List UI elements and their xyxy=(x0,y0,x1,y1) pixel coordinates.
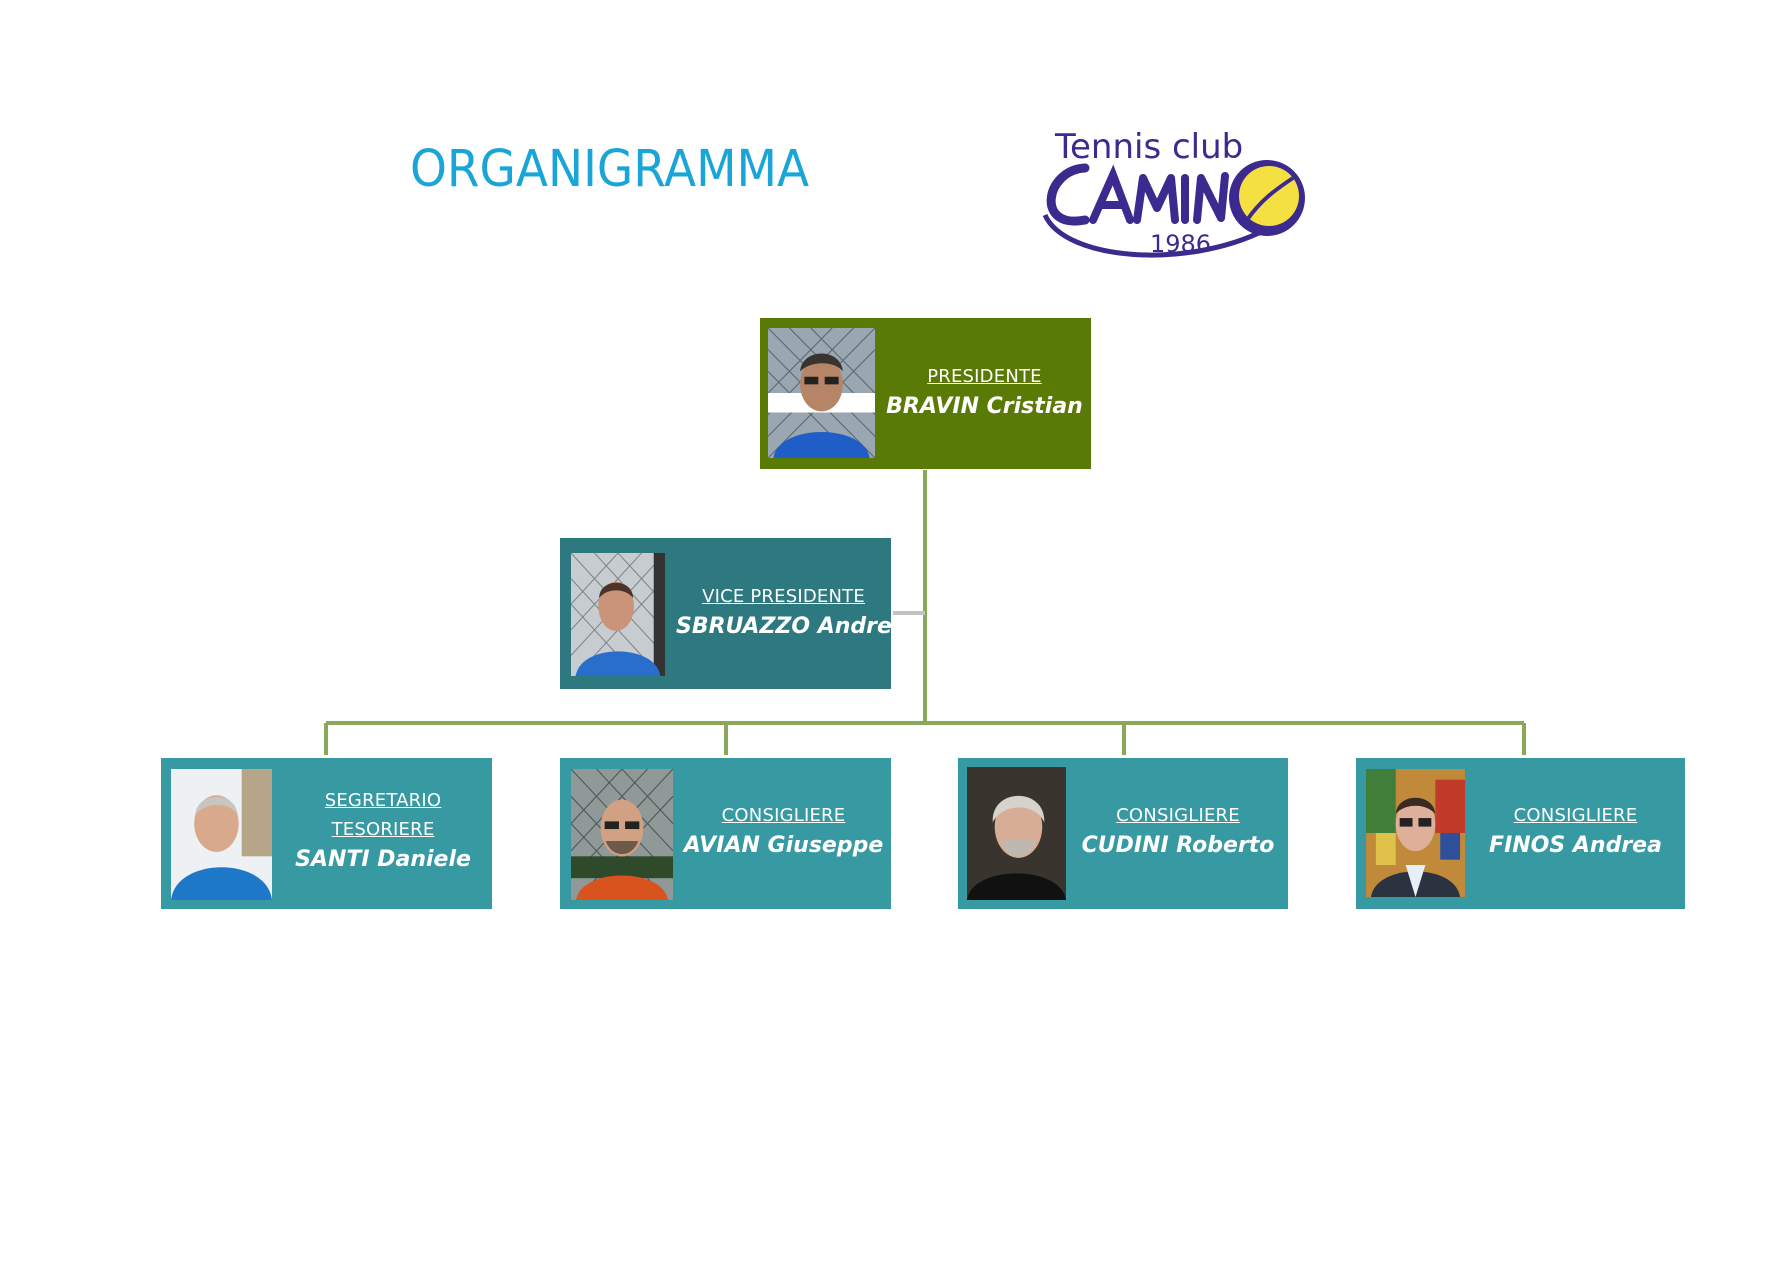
president-card: PRESIDENTE BRAVIN Cristian xyxy=(760,318,1091,469)
member-photo xyxy=(571,769,673,900)
member-card: CONSIGLIERE CUDINI Roberto xyxy=(958,758,1288,909)
member-text: CONSIGLIERE FINOS Andrea xyxy=(1466,801,1685,862)
vice-president-photo xyxy=(571,553,665,676)
member-name: SANTI Daniele xyxy=(295,847,471,872)
president-name: BRAVIN Cristian xyxy=(886,394,1083,419)
logo-year: 1986 xyxy=(1150,230,1211,258)
president-role: PRESIDENTE xyxy=(927,366,1042,387)
member-text: CONSIGLIERE AVIAN Giuseppe xyxy=(676,801,891,862)
member-role: CONSIGLIERE xyxy=(721,805,846,826)
member-card: CONSIGLIERE FINOS Andrea xyxy=(1356,758,1685,909)
member-photo xyxy=(1366,769,1465,897)
member-role: SEGRETARIO xyxy=(324,790,442,811)
vice-president-text: VICE PRESIDENTE SBRUAZZO Andrea xyxy=(676,582,907,643)
member-role-line2: TESORIERE xyxy=(331,819,435,840)
president-text: PRESIDENTE BRAVIN Cristian xyxy=(878,362,1091,423)
member-name: CUDINI Roberto xyxy=(1081,833,1275,858)
member-text: SEGRETARIO TESORIERE SANTI Daniele xyxy=(274,786,492,876)
member-text: CONSIGLIERE CUDINI Roberto xyxy=(1068,801,1288,862)
page-title: ORGANIGRAMMA xyxy=(410,140,810,199)
member-photo xyxy=(967,767,1066,900)
vice-president-card: VICE PRESIDENTE SBRUAZZO Andrea xyxy=(560,538,907,689)
logo-top-text: Tennis club xyxy=(1054,127,1243,167)
tennis-club-camino-logo: Tennis club 1986 xyxy=(1042,127,1305,258)
member-name: AVIAN Giuseppe xyxy=(683,833,884,858)
vice-president-name: SBRUAZZO Andrea xyxy=(676,614,907,639)
member-card: CONSIGLIERE AVIAN Giuseppe xyxy=(560,758,891,909)
member-role: CONSIGLIERE xyxy=(1513,805,1638,826)
vice-president-role: VICE PRESIDENTE xyxy=(702,586,865,607)
president-photo xyxy=(768,328,875,458)
member-role: CONSIGLIERE xyxy=(1116,805,1240,826)
member-photo xyxy=(171,769,272,900)
member-card: SEGRETARIO TESORIERE SANTI Daniele xyxy=(161,758,492,909)
member-name: FINOS Andrea xyxy=(1489,833,1662,858)
